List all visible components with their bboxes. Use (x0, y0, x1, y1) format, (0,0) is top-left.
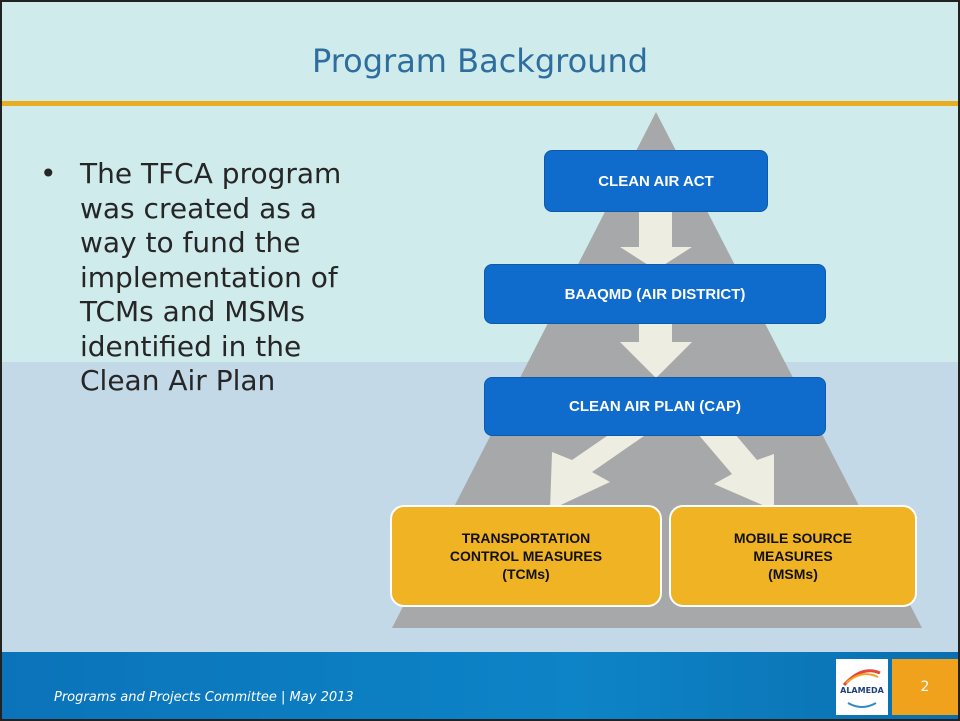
arrow-down-icon (620, 192, 692, 270)
page-number-box: 2 (892, 659, 958, 715)
tcm-box: TRANSPORTATION CONTROL MEASURES (TCMs) (390, 505, 662, 607)
arrow-down-left-icon (550, 427, 657, 510)
msm-label-line3: (MSMs) (768, 566, 818, 582)
clean-air-act-box: CLEAN AIR ACT (544, 150, 768, 212)
hierarchy-diagram (392, 112, 922, 628)
msm-label-line1: MOBILE SOURCE (733, 530, 853, 546)
footer-bar: Programs and Projects Committee | May 20… (2, 652, 958, 719)
clean-air-plan-box: CLEAN AIR PLAN (CAP) (484, 377, 826, 436)
footer-text: Programs and Projects Committee | May 20… (54, 690, 354, 705)
bullet-dot-icon: • (40, 157, 57, 190)
clean-air-act-label: CLEAN AIR ACT (598, 172, 714, 190)
bullet-item: • The TFCA program was created as a way … (40, 157, 370, 399)
arrow-down-icon (620, 312, 692, 378)
msm-box: MOBILE SOURCE MEASURES (MSMs) (669, 505, 917, 607)
msm-label-line2: MEASURES (753, 548, 833, 564)
page-number: 2 (920, 679, 930, 695)
tcm-label-line1: TRANSPORTATION (461, 530, 591, 546)
alameda-logo: ALAMEDA (836, 659, 888, 715)
logo-mark-icon (842, 669, 881, 708)
baaqmd-label: BAAQMD (AIR DISTRICT) (564, 285, 746, 303)
clean-air-plan-label: CLEAN AIR PLAN (CAP) (569, 398, 741, 415)
title-divider (2, 101, 958, 106)
tcm-label-line3: (TCMs) (502, 566, 550, 582)
bullet-text: The TFCA program was created as a way to… (80, 157, 342, 397)
logo-text: ALAMEDA (840, 686, 884, 695)
tcm-label-line2: CONTROL MEASURES (449, 548, 603, 564)
arrow-down-right-icon (692, 427, 774, 510)
slide-title: Program Background (311, 42, 649, 80)
baaqmd-box: BAAQMD (AIR DISTRICT) (484, 264, 826, 324)
